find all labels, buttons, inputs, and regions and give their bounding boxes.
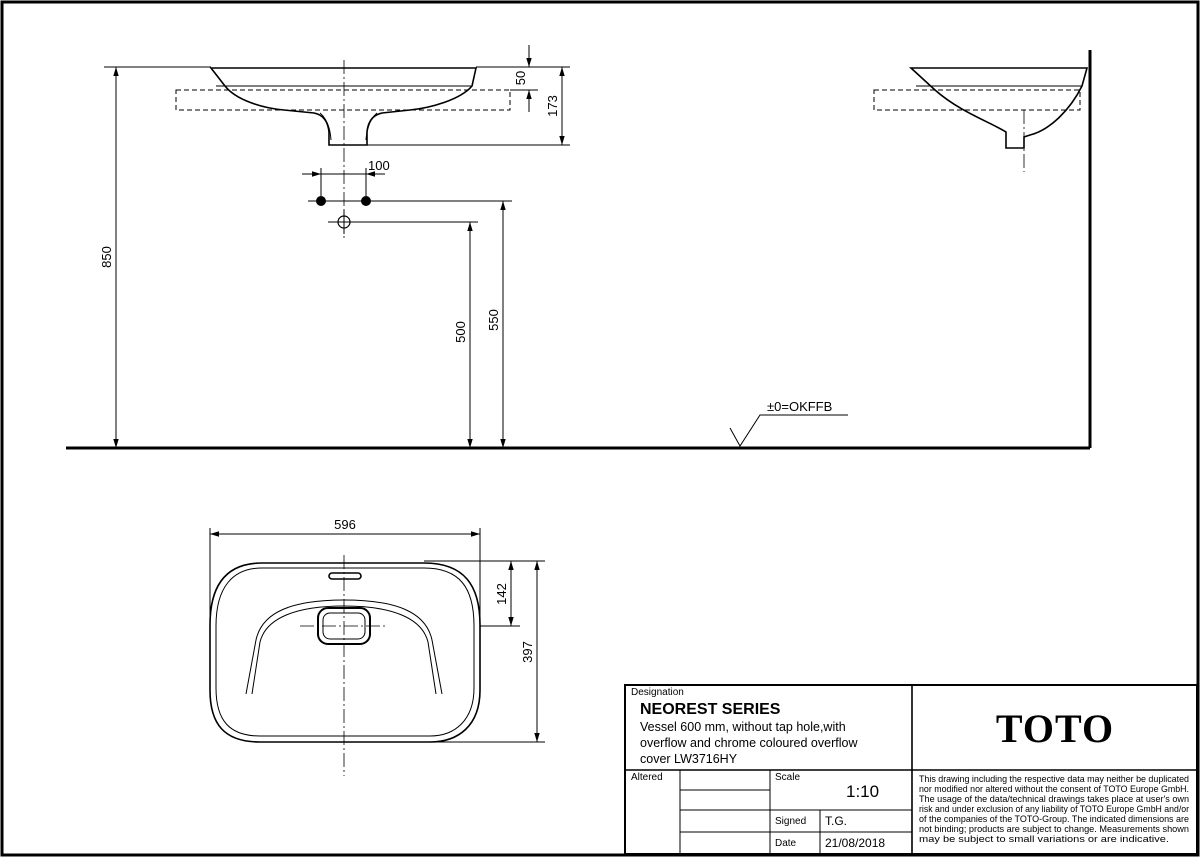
supply-connection-left bbox=[316, 196, 326, 206]
title-block: Designation NEOREST SERIES Vessel 600 mm… bbox=[624, 684, 1198, 855]
date-label: Date bbox=[775, 838, 797, 849]
date-value: 21/08/2018 bbox=[825, 836, 885, 850]
overflow-cover bbox=[328, 572, 362, 580]
signed-value: T.G. bbox=[825, 814, 847, 828]
dim-width: 596 bbox=[334, 517, 356, 532]
dim-basin-depth: 173 bbox=[545, 95, 560, 117]
top-plan-view bbox=[209, 555, 481, 776]
scale-label: Scale bbox=[775, 772, 800, 783]
floor-reference-label: ±0=OKFFB bbox=[767, 399, 832, 414]
basin-side-profile bbox=[908, 67, 1089, 149]
dim-depth: 397 bbox=[520, 641, 535, 663]
disclaimer-line-7: may be subject to small variations or ar… bbox=[919, 834, 1169, 845]
disclaimer-line-3: The usage of the data/technical drawings… bbox=[919, 794, 1189, 805]
countertop-outline bbox=[175, 89, 511, 111]
basin-front-profile bbox=[209, 67, 477, 146]
designation-label: Designation bbox=[631, 687, 684, 698]
brand-logo: TOTO bbox=[996, 706, 1114, 751]
side-countertop-outline bbox=[873, 89, 1081, 111]
side-elevation-view bbox=[873, 67, 1089, 172]
dim-rim-height: 50 bbox=[513, 71, 528, 85]
supply-connection-right bbox=[361, 196, 371, 206]
front-elevation-view bbox=[175, 60, 511, 238]
disclaimer-line-4: risk and under exclusion of any liabilit… bbox=[919, 804, 1189, 815]
disclaimer-line-2: nor modified nor altered without the con… bbox=[919, 784, 1189, 795]
series-title: NEOREST SERIES bbox=[640, 701, 781, 718]
dim-overflow-offset: 142 bbox=[494, 583, 509, 605]
scale-value: 1:10 bbox=[846, 782, 879, 801]
top-view-dimensions: 596 142 397 bbox=[209, 517, 545, 743]
floor-reference-symbol: ±0=OKFFB bbox=[729, 399, 848, 447]
front-view-dimensions: 850 50 173 100 500 550 bbox=[99, 45, 570, 448]
altered-label: Altered bbox=[631, 772, 663, 783]
dim-trap-height: 500 bbox=[453, 321, 468, 343]
dim-supply-height: 550 bbox=[486, 309, 501, 331]
description-line-3: cover LW3716HY bbox=[640, 752, 738, 766]
description-line-2: overflow and chrome coloured overflow bbox=[640, 736, 858, 750]
dim-waste-spacing: 100 bbox=[368, 158, 390, 173]
dim-total-height: 850 bbox=[99, 246, 114, 268]
disclaimer-line-1: This drawing including the respective da… bbox=[919, 774, 1189, 785]
signed-label: Signed bbox=[775, 816, 806, 827]
basin-top-outline bbox=[209, 562, 481, 743]
description-line-1: Vessel 600 mm, without tap hole,with bbox=[640, 720, 846, 734]
disclaimer-line-5: of the companies of the TOTO-Group. The … bbox=[919, 814, 1189, 825]
disclaimer-line-6: not binding; products are subject to cha… bbox=[919, 824, 1189, 835]
